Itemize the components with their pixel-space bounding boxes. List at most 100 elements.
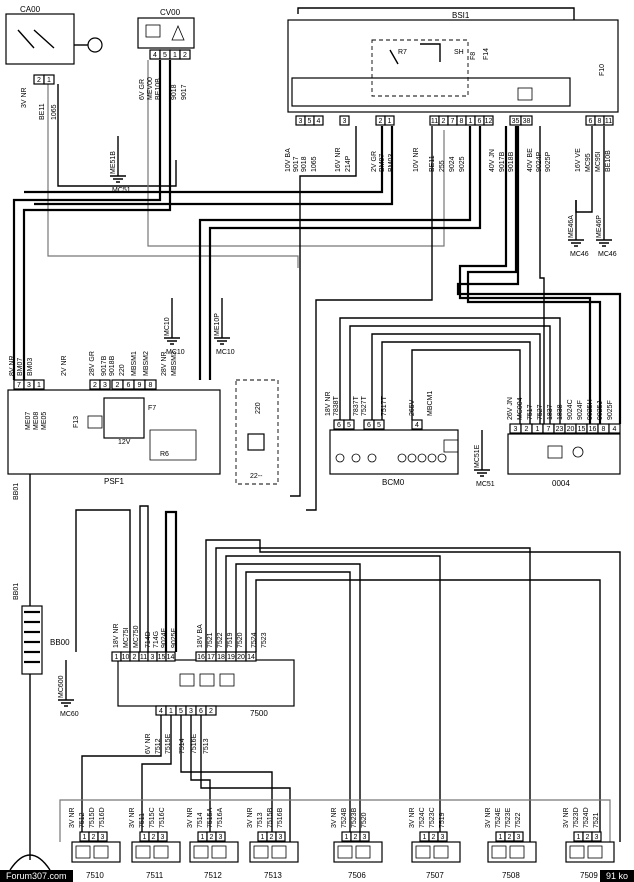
pin-number: 6 xyxy=(589,118,593,125)
c7500-sensor-icon xyxy=(199,673,215,687)
sensor-wire-label: 7512 xyxy=(79,812,86,828)
wire-label: 9025J xyxy=(597,401,604,420)
wire-label: BE10B xyxy=(155,78,162,100)
pin-number: 14 xyxy=(247,654,255,661)
wire-label: 265V xyxy=(409,399,416,416)
pin-number: 4 xyxy=(415,422,419,429)
battery-box xyxy=(21,605,43,675)
bsi-sh: SH xyxy=(454,49,464,56)
battery-mid-wire: BB01 xyxy=(13,583,20,600)
battery-top-wire: BB01 xyxy=(13,483,20,500)
wire-label: 10V NR xyxy=(413,147,420,172)
wire-label: 9025P xyxy=(545,151,552,172)
pin-number: 1 xyxy=(173,52,177,59)
wire-label: 9024 xyxy=(449,156,456,172)
lamp-icon xyxy=(397,453,407,463)
wire-label: 1837 xyxy=(547,404,554,420)
pin-number: 2 xyxy=(210,834,214,841)
sensor-7512-code: 7512 xyxy=(204,871,222,880)
ground-code: MC51 xyxy=(476,481,495,488)
pin-number: 20 xyxy=(237,654,245,661)
wire-label: 9024F xyxy=(577,400,584,420)
pin-number: 3 xyxy=(27,382,31,389)
pin-number: 15 xyxy=(158,654,166,661)
sensor-wire-label: 7513 xyxy=(257,812,264,828)
pin-number: 19 xyxy=(227,654,235,661)
wire-7514 xyxy=(180,715,273,842)
pin-number: 5 xyxy=(308,118,312,125)
bsi-pin xyxy=(520,115,533,126)
lamp-icon xyxy=(417,453,427,463)
sensor-wire-label: 7521 xyxy=(593,812,600,828)
sensor-pin xyxy=(591,831,602,842)
pin-number: 1 xyxy=(143,834,147,841)
c7500-pin xyxy=(205,705,217,716)
pin-number: 8 xyxy=(598,118,602,125)
sensor-wire-label: 7515C xyxy=(149,807,156,828)
sensor-wire-label: 7524B xyxy=(341,807,348,828)
sensor-7509-transducer-icon xyxy=(569,845,585,859)
bsi-pin xyxy=(313,115,324,126)
wire-label: 26V JN xyxy=(507,397,514,420)
lamp-icon xyxy=(437,453,447,463)
pin-number: 3 xyxy=(219,834,223,841)
sensor-7513-sound-icon xyxy=(271,845,287,859)
sensor-7509-box xyxy=(565,841,615,863)
bsi-f14: F14 xyxy=(483,48,490,60)
ignition-switch-icon xyxy=(17,29,55,49)
sensor-7509-sound-icon xyxy=(587,845,603,859)
sensor-pin xyxy=(437,831,448,842)
wire-label: 9024P xyxy=(536,151,543,172)
psf1-12v: 12V xyxy=(118,439,131,446)
pin-number: 3 xyxy=(595,834,599,841)
pin-number: 1 xyxy=(469,118,473,125)
ground-symbol-icon xyxy=(596,239,612,247)
pin-number: 1 xyxy=(345,834,349,841)
pin-number: 8 xyxy=(460,118,464,125)
ground-symbol-icon xyxy=(110,175,126,183)
wire-7523 xyxy=(255,579,601,842)
ground-label: MC51E xyxy=(474,444,481,468)
pin-number: 3 xyxy=(151,654,155,661)
pin-number: 1 xyxy=(169,708,173,715)
sensor-7506-sound-icon xyxy=(355,845,371,859)
wire-label: 9017 xyxy=(181,84,188,100)
wire-label: 7516E xyxy=(191,733,198,754)
wire-bcm-0004-c xyxy=(371,333,541,424)
wire-label: MBSM3 xyxy=(171,351,178,376)
sensor-7513-box xyxy=(249,841,299,863)
ground-code: MC51 xyxy=(112,187,131,194)
wire-label: 7837T xyxy=(353,395,360,416)
ground-label: ME46A xyxy=(568,215,575,238)
relay-r7-icon xyxy=(389,43,441,65)
wire-label: 9018B xyxy=(508,151,515,172)
pin-number: 2 xyxy=(93,382,97,389)
pin-number: 18 xyxy=(217,654,225,661)
wire-9025 xyxy=(208,126,482,380)
pin-number: 3 xyxy=(279,834,283,841)
wire-label: MBCM1 xyxy=(427,391,434,416)
pin-number: 2 xyxy=(133,654,137,661)
psf1-ecu xyxy=(103,397,145,439)
sensor-7510-sound-icon xyxy=(93,845,109,859)
relay-icon xyxy=(247,433,265,451)
ground-symbol-icon xyxy=(58,699,74,707)
pin-number: 8 xyxy=(149,382,153,389)
pin-number: 1 xyxy=(83,834,87,841)
pin-number: 14 xyxy=(167,654,175,661)
wire-label: 9018B xyxy=(109,355,116,376)
pin-number: 4 xyxy=(159,708,163,715)
sensor-wire-label: 3V NR xyxy=(331,807,338,828)
bsi-pin xyxy=(339,115,350,126)
wire-9024 xyxy=(198,126,472,380)
wire-label: 2V NR xyxy=(61,355,68,376)
ground-code: MC10 xyxy=(166,349,185,356)
pin-number: 15 xyxy=(578,426,586,433)
wire-label: BM07 xyxy=(17,358,24,376)
ground-symbol-icon xyxy=(214,337,230,345)
key-icon xyxy=(87,37,103,53)
sensor-wire-label: 7522 xyxy=(515,812,522,828)
sensor-wire-label: 7514 xyxy=(197,812,204,828)
sensor-wire-label: 3V NR xyxy=(563,807,570,828)
